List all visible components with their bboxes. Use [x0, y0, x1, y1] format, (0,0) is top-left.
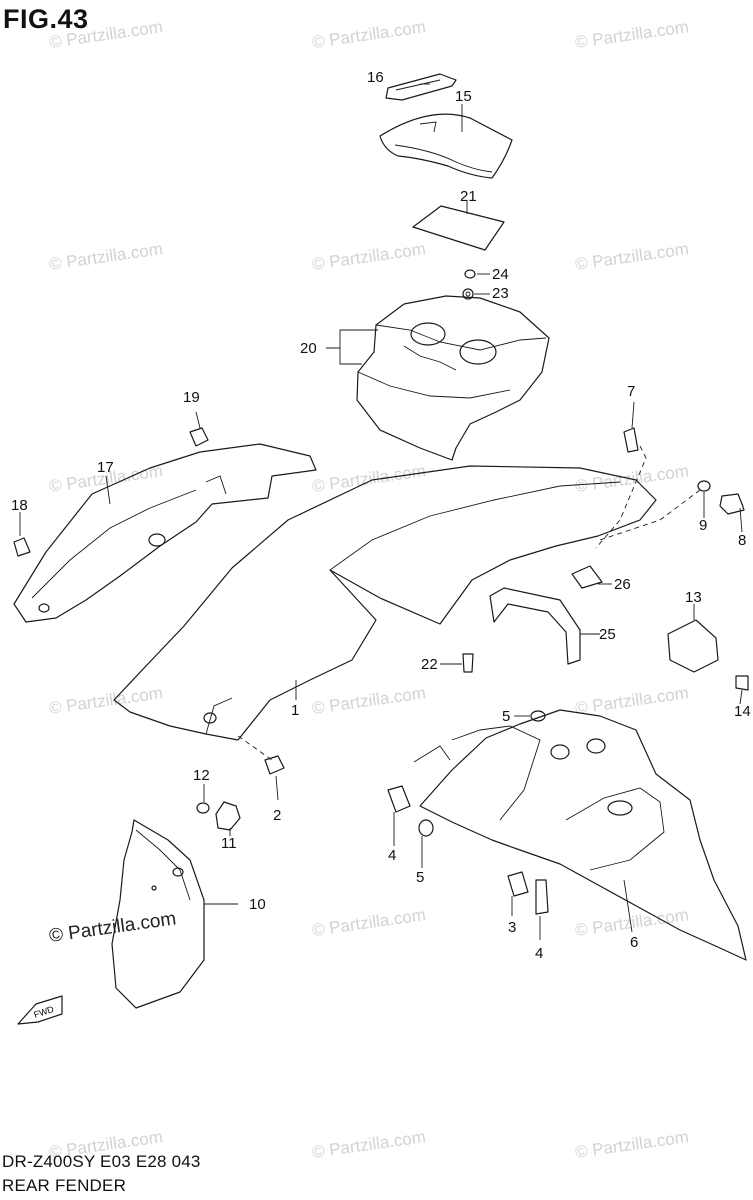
- part-clip-and-bolt-lower: [507, 871, 549, 915]
- watermark-text: © Partzilla.com: [311, 239, 427, 274]
- watermark-text: © Partzilla.com: [48, 17, 164, 52]
- watermark-text: © Partzilla.com: [311, 1127, 427, 1162]
- part-tail-housing: [413, 709, 747, 961]
- callout-26: 26: [614, 576, 631, 593]
- part-nut-2: [264, 755, 285, 775]
- callout-24: 24: [492, 266, 509, 283]
- watermark-text: © Partzilla.com: [311, 461, 427, 496]
- watermark-text: © Partzilla.com: [574, 683, 690, 718]
- part-rear-fender: [113, 465, 657, 761]
- part-side-cover: [13, 443, 317, 623]
- callout-18: 18: [11, 497, 28, 514]
- part-mud-flap: [111, 819, 205, 1009]
- watermark-text: © Partzilla.com: [48, 239, 164, 274]
- part-washer-5-upper: [530, 710, 546, 722]
- callout-15: 15: [455, 88, 472, 105]
- part-bolts-upper: [13, 427, 209, 557]
- part-bolt-22: [462, 653, 474, 673]
- part-bolt-and-collar-left: [387, 785, 434, 837]
- watermark-text: © Partzilla.com: [574, 17, 690, 52]
- callout-2: 2: [273, 807, 281, 824]
- callout-10: 10: [249, 896, 266, 913]
- watermark-text: © Partzilla.com: [311, 683, 427, 718]
- figure-title: FIG.43: [3, 4, 89, 34]
- callout-5-upper: 5: [502, 708, 510, 725]
- callout-13: 13: [685, 589, 702, 606]
- part-strap: [385, 73, 457, 101]
- watermark-text: © Partzilla.com: [311, 905, 427, 940]
- watermark-text: © Partzilla.com: [574, 239, 690, 274]
- callout-9: 9: [699, 517, 707, 534]
- part-clamp: [571, 565, 603, 589]
- watermark-text: © Partzilla.com: [311, 17, 427, 52]
- watermark-text: © Partzilla.com: [574, 1127, 690, 1162]
- part-washer-and-screw: [196, 801, 241, 831]
- part-air-box: [356, 295, 550, 461]
- callouts: 16 15 21 24 23 20 19 7 17 18 9 8 26 25 1…: [11, 69, 751, 962]
- callout-3: 3: [508, 919, 516, 936]
- footer-model: DR-Z400SY E03 E28 043: [2, 1152, 201, 1171]
- callout-12: 12: [193, 767, 210, 784]
- callout-1: 1: [291, 702, 299, 719]
- callout-6: 6: [630, 934, 638, 951]
- leader-lines: [19, 83, 743, 940]
- callout-7: 7: [627, 383, 635, 400]
- callout-8: 8: [738, 532, 746, 549]
- part-pad: [412, 205, 505, 251]
- callout-21: 21: [460, 188, 477, 205]
- callout-17: 17: [97, 459, 114, 476]
- part-cover: [379, 113, 513, 179]
- callout-20: 20: [300, 340, 317, 357]
- callout-4-left: 4: [388, 847, 396, 864]
- watermark-layer: © Partzilla.com © Partzilla.com © Partzill…: [48, 17, 690, 1162]
- front-arrow-icon: FWD: [17, 995, 63, 1025]
- callout-11: 11: [221, 835, 237, 852]
- callout-23: 23: [492, 285, 509, 302]
- callout-25: 25: [599, 626, 616, 643]
- callout-14: 14: [734, 703, 751, 720]
- part-clip-and-bolt-right: [595, 427, 745, 549]
- callout-16: 16: [367, 69, 384, 86]
- callout-19: 19: [183, 389, 200, 406]
- callout-22: 22: [421, 656, 438, 673]
- part-nut-and-washer: [462, 269, 476, 300]
- watermark-text: © Partzilla.com: [48, 683, 164, 718]
- callout-5-lower: 5: [416, 869, 424, 886]
- footer-section: REAR FENDER: [2, 1176, 127, 1195]
- callout-4-lower: 4: [535, 945, 543, 962]
- part-handle: [489, 587, 581, 665]
- part-relay: [667, 619, 749, 691]
